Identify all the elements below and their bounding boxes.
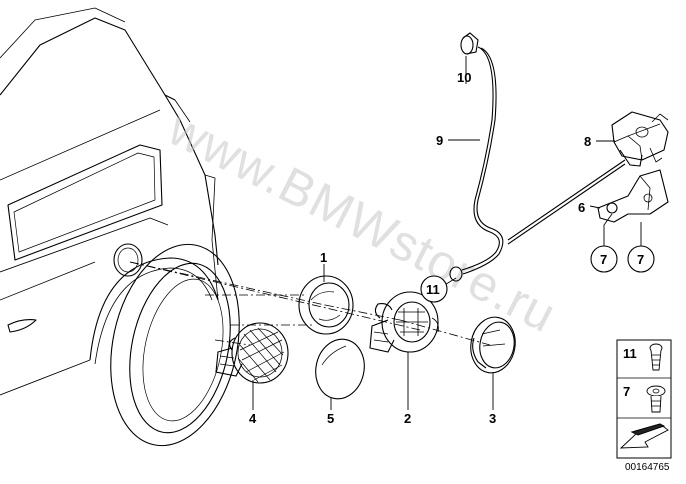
legend-item-7-label: 7 — [623, 384, 630, 399]
callout-11-label: 11 — [426, 282, 440, 297]
callout-5: 5 — [327, 411, 334, 426]
callout-7-left-label: 7 — [600, 252, 607, 267]
callout-3: 3 — [489, 411, 496, 426]
car-rear-body — [0, 7, 240, 447]
callout-7-right-label: 7 — [637, 252, 644, 267]
callout-leaders — [252, 56, 642, 410]
assembly-leader-lines — [129, 261, 491, 346]
document-number: 00164765 — [625, 462, 670, 473]
screw-11-icon — [649, 343, 663, 371]
part-9-10-release-cable — [449, 32, 626, 282]
part-6-bracket — [597, 169, 669, 223]
callout-6: 6 — [578, 200, 585, 215]
fastener-legend: 11 7 — [616, 339, 672, 459]
part-1-ring — [298, 275, 354, 335]
screw-7-icon — [646, 385, 666, 413]
callout-8: 8 — [584, 134, 591, 149]
part-2-filler-housing — [369, 291, 439, 353]
legend-item-11-label: 11 — [623, 346, 637, 361]
callout-7-right: 7 — [627, 245, 655, 273]
callout-11: 11 — [420, 275, 448, 303]
direction-arrow-icon — [619, 423, 669, 449]
part-4-housing — [215, 322, 289, 384]
callout-4: 4 — [249, 411, 257, 426]
callout-7-left: 7 — [590, 245, 618, 273]
callout-10: 10 — [457, 70, 471, 85]
callout-2: 2 — [404, 411, 411, 426]
callout-9: 9 — [436, 133, 443, 148]
part-5-flap — [315, 338, 365, 400]
callout-1: 1 — [320, 250, 327, 265]
callout-labels: 1 4 5 2 3 10 9 8 6 — [249, 70, 591, 426]
part-8-actuator — [611, 111, 669, 167]
part-3-fuel-cap — [470, 316, 516, 374]
